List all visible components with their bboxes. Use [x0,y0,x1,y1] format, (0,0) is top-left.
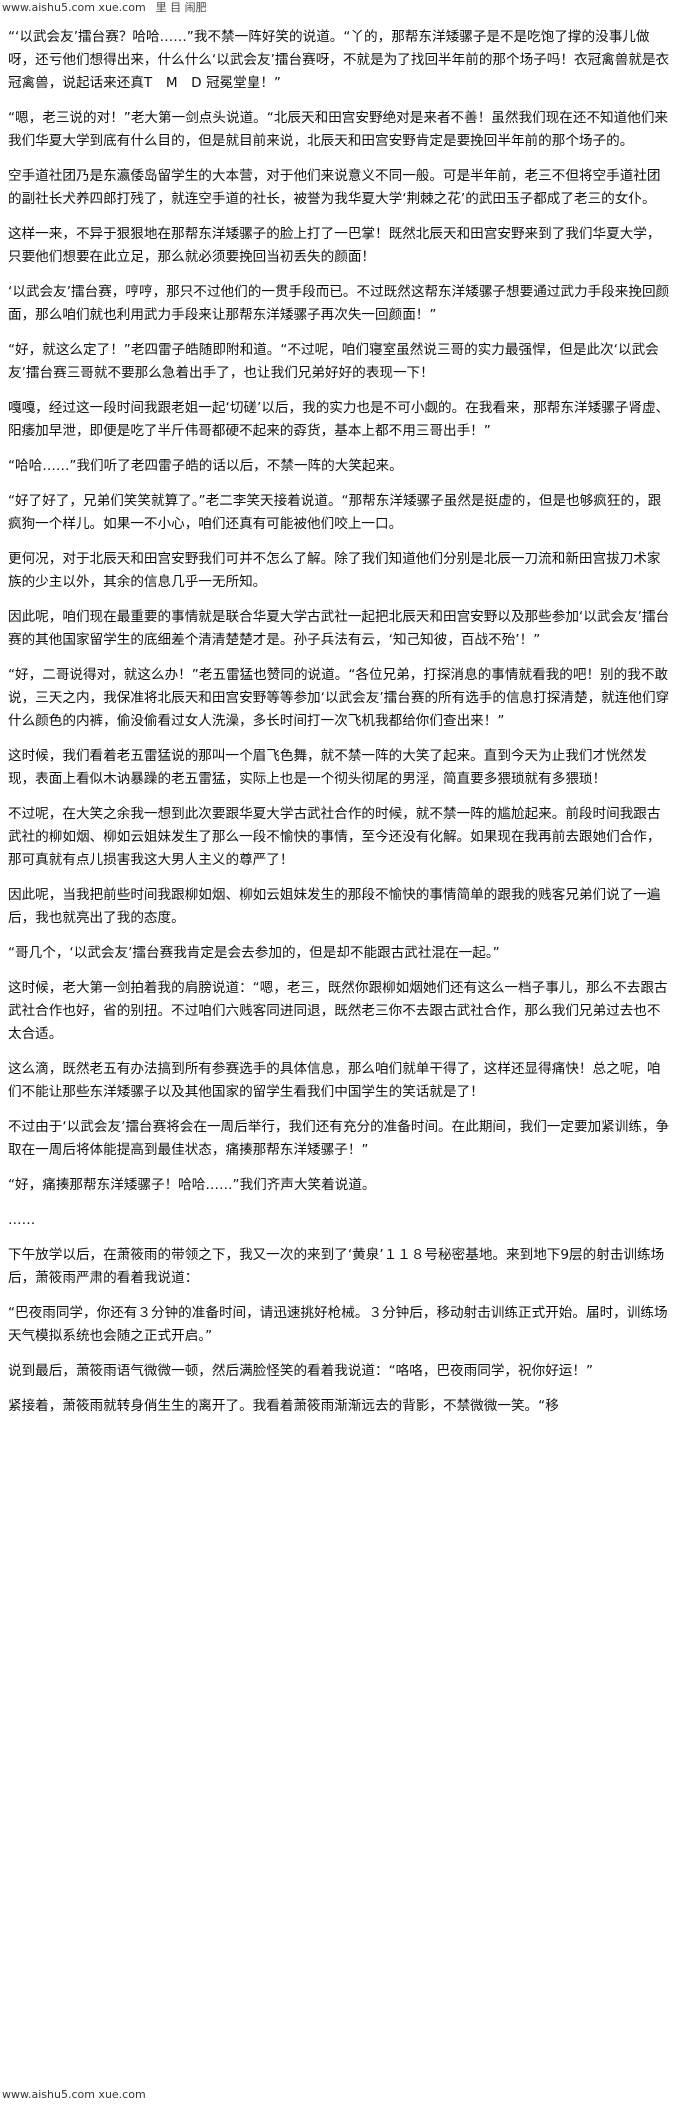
paragraph: “巴夜雨同学，你还有３分钟的准备时间，请迅速挑好枪械。３分钟后，移动射击训练正式… [8,1305,668,1344]
paragraph: 下午放学以后，在萧筱雨的带领之下，我又一次的来到了‘黄泉’１１８号秘密基地。来到… [8,1247,665,1286]
page-footer: www.aishu5.com xue.com [0,2083,680,2105]
paragraph: “嗯，老三说的对！”老大第一剑点头说道。“北辰天和田宫安野绝对是来者不善！虽然我… [8,110,669,149]
paragraph: 这么滴，既然老五有办法搞到所有参赛选手的具体信息，那么咱们就单干得了，这样还显得… [8,1061,661,1100]
footer-url: www.aishu5.com xue.com [2,2087,146,2101]
paragraph: 因此呢，当我把前些时间我跟柳如烟、柳如云姐妹发生的那段不愉快的事情简单的跟我的贱… [8,887,661,926]
paragraph: 更何况，对于北辰天和田宫安野我们可并不怎么了解。除了我们知道他们分别是北辰一刀流… [8,551,661,590]
paragraph: 因此呢，咱们现在最重要的事情就是联合华夏大学古武社一起把北辰天和田宫安野以及那些… [8,609,670,648]
paragraph: 不过由于‘以武会友’擂台赛将会在一周后举行，我们还有充分的准备时间。在此期间，我… [8,1119,670,1158]
paragraph: “哈哈……”我们听了老四雷子皓的话以后，不禁一阵的大笑起来。 [8,458,403,474]
header-url: www.aishu5.com xue.com [2,0,146,14]
header-garbled-text: 里 目 闹肥 [155,1,207,14]
paragraph: 说到最后，萧筱雨语气微微一顿，然后满脸怪笑的看着我说道：“咯咯，巴夜雨同学，祝你… [8,1363,594,1379]
paragraph: 这样一来，不异于狠狠地在那帮东洋矮骡子的脸上打了一巴掌！既然北辰天和田宫安野来到… [8,226,661,265]
paragraph: “‘以武会友’擂台赛？哈哈……”我不禁一阵好笑的说道。“丫的，那帮东洋矮骡子是不… [8,29,670,91]
paragraph: ‘以武会友’擂台赛，哼哼，那只不过他们的一贯手段而已。不过既然这帮东洋矮骡子想要… [8,284,670,323]
paragraph: 嘎嘎，经过这一段时间我跟老姐一起‘切磋’以后，我的实力也是不可小觑的。在我看来，… [8,400,670,439]
paragraph: 这时候，老大第一剑拍着我的肩膀说道：“嗯，老三，既然你跟柳如烟她们还有这么一档子… [8,980,668,1042]
paragraph: 这时候，我们看着老五雷猛说的那叫一个眉飞色舞，就不禁一阵的大笑了起来。直到今天为… [8,748,647,787]
paragraph: “好，痛揍那帮东洋矮骡子！哈哈……”我们齐声大笑着说道。 [8,1177,376,1193]
ellipsis-separator: …… [8,1212,36,1228]
paragraph: “好了好了，兄弟们笑笑就算了。”老二李笑天接着说道。“那帮东洋矮骡子虽然是挺虚的… [8,493,662,532]
paragraph: 紧接着，萧筱雨就转身俏生生的离开了。我看着萧筱雨渐渐远去的背影，不禁微微一笑。“… [8,1398,559,1414]
page-header: www.aishu5.com xue.com 里 目 闹肥 [0,0,680,15]
paragraph: 空手道社团乃是东瀛倭岛留学生的大本营，对于他们来说意义不同一般。可是半年前，老三… [8,168,661,207]
paragraph: 不过呢，在大笑之余我一想到此次要跟华夏大学古武社合作的时候，就不禁一阵的尴尬起来… [8,806,661,868]
paragraph: “好，二哥说得对，就这么办！”老五雷猛也赞同的说道。“各位兄弟，打探消息的事情就… [8,667,670,729]
paragraph: “哥几个，‘以武会友’擂台赛我肯定是会去参加的，但是却不能跟古武社混在一起。” [8,945,500,961]
paragraph: “好，就这么定了！”老四雷子皓随即附和道。“不过呢，咱们寝室虽然说三哥的实力最强… [8,342,659,381]
article-body: “‘以武会友’擂台赛？哈哈……”我不禁一阵好笑的说道。“丫的，那帮东洋矮骡子是不… [0,14,680,2081]
